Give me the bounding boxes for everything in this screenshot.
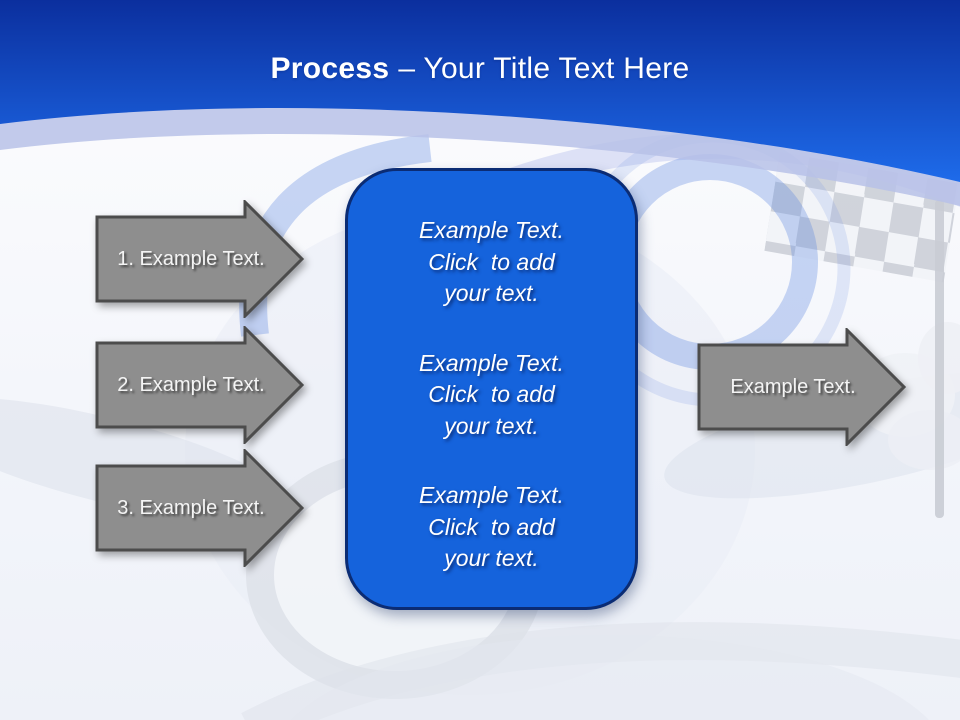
step-arrow-3: 3. Example Text. <box>95 447 305 569</box>
center-text-box: Example Text. Click to add your text. Ex… <box>345 168 638 610</box>
arrow-right-shape <box>95 324 305 446</box>
step-arrow-label: 2. Example Text. <box>117 373 265 396</box>
step-arrow-1: 1. Example Text. <box>95 198 305 320</box>
arrow-right-shape <box>95 447 305 569</box>
slide-title-rest: – Your Title Text Here <box>398 52 690 85</box>
slide-title: Process– Your Title Text Here <box>0 52 960 86</box>
header-banner <box>0 0 960 206</box>
flag-pole-decoration <box>935 200 944 518</box>
placeholder-paragraph: Example Text. Click to add your text. <box>419 217 564 306</box>
step-arrow-label: 3. Example Text. <box>117 496 265 519</box>
result-arrow-label: Example Text. <box>730 375 856 398</box>
result-arrow: Example Text. <box>697 326 907 448</box>
arrow-right-shape <box>697 326 907 448</box>
step-arrow-2: 2. Example Text. <box>95 324 305 446</box>
step-arrow-label: 1. Example Text. <box>117 247 265 270</box>
placeholder-paragraph: Example Text. Click to add your text. <box>419 349 564 439</box>
arrow-right-shape <box>95 198 305 320</box>
placeholder-paragraph: Example Text. Click to add your text. <box>419 482 564 571</box>
slide-title-bold: Process <box>270 52 390 85</box>
